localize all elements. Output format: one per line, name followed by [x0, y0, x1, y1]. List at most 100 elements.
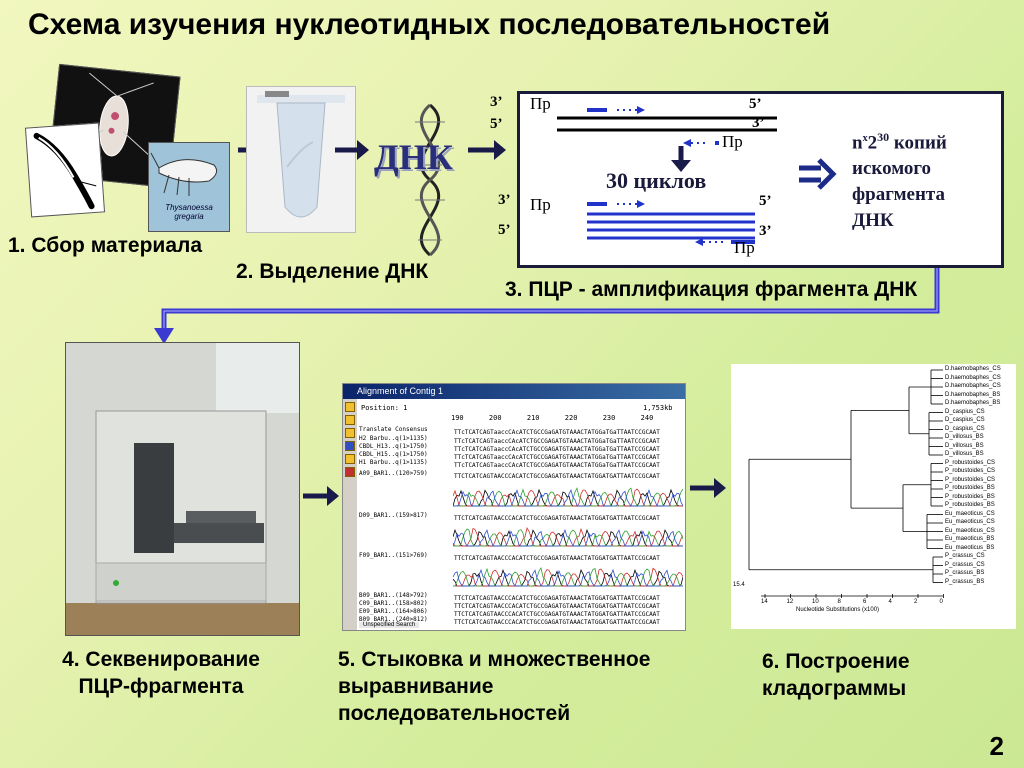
taxon-label: D_villosus_BS: [945, 442, 984, 449]
axis-tick-label: 12: [786, 599, 794, 605]
length-readout: 1,753kb: [643, 404, 673, 412]
sequence-value: TTCTCATCAGTAACCCACATCTGCCGAGATGTAAACTATG…: [454, 473, 660, 480]
bottom-3prime-label: 3’: [498, 192, 511, 208]
chromatogram-trace: [453, 566, 683, 587]
step2-caption: 2. Выделение ДНК: [236, 260, 429, 283]
chromatogram-trace: [453, 568, 683, 587]
tool-button[interactable]: [345, 402, 355, 412]
table-row[interactable]: F09_BAR1..(151>769) TTCTCATCAGTAACCCACATC…: [359, 552, 660, 562]
sequence-name: H2 Barbu..q(1>1135): [359, 435, 428, 442]
alignment-window-title: Alignment of Contig 1: [343, 384, 685, 399]
bottom-right-3prime: 3’: [759, 223, 772, 239]
sequence-name: D09_BAR1..(159>817): [359, 512, 428, 519]
tool-button[interactable]: [345, 415, 355, 425]
tool-button[interactable]: [345, 454, 355, 464]
table-row[interactable]: A09_BAR1..(120>759) TTCTCATCAGTAACCCACATC…: [359, 470, 660, 480]
sequence-value: TTCTCATCAGTAACCCACATCTGCCGAGATGTAAACTATG…: [454, 603, 660, 610]
tool-button[interactable]: [345, 467, 355, 477]
axis-title: Nucleotide Substitutions (x100): [796, 607, 880, 613]
sequence-name: H1 Barbu..q(1>1135): [359, 459, 428, 466]
taxon-label: D_villosus_BS: [945, 434, 984, 440]
step5-caption: 5. Стыковка и множественное выравнивание…: [338, 648, 651, 725]
tool-button[interactable]: [345, 428, 355, 438]
table-row[interactable]: C09_BAR1..(158>802) TTCTCATCAGTAACCCACATC…: [359, 600, 660, 610]
primer-label-4: Пр: [734, 238, 755, 257]
taxon-label: Eu_maeoticus_BS: [945, 536, 995, 542]
taxon-label: P_crassus_BS: [945, 570, 985, 576]
taxon-label: D_caspius_CS: [945, 408, 985, 415]
axis-tick-label: 10: [812, 599, 819, 605]
taxon-label: D.haemobaphes_BS: [945, 400, 1001, 406]
sequence-name: A09_BAR1..(120>759): [359, 470, 428, 477]
sequencer-icon: [66, 343, 299, 635]
arrow-right-icon: [468, 140, 506, 160]
arrow-right-icon: [303, 486, 339, 506]
pcr-strands: [557, 106, 837, 246]
dna-label: ДНК: [374, 137, 453, 177]
step1-caption: 1. Сбор материала: [8, 234, 203, 257]
sequence-name: CBDL_H13..q(1>1750): [359, 443, 428, 450]
taxon-label: P_robustoides_CS: [945, 459, 996, 466]
table-row[interactable]: H1 Barbu..q(1>1135) TTcTCATCAGTaaccCAcATC…: [359, 459, 660, 469]
table-row[interactable]: D09_BAR1..(159>817) TTCTCATCAGTAACCCACATC…: [359, 512, 660, 522]
arrow-right-icon: [335, 140, 369, 160]
sequence-value: TTCTCATCAGTAACCCACATCTGCCGAGATGTAAACTATG…: [454, 555, 660, 562]
dna-helix-icon: [415, 103, 445, 257]
page-title: Схема изучения нуклеотидных последовател…: [28, 8, 831, 41]
step4-caption: 4. Секвенирование ПЦР-фрагмента: [62, 648, 260, 698]
top-5prime-label: 5’: [490, 116, 503, 132]
sequence-name: C09_BAR1..(158>802): [359, 600, 428, 607]
status-bar: Unspecified Search: [359, 622, 420, 628]
taxon-label: Eu_maeoticus_CS: [945, 519, 995, 525]
sequence-value: TTcTCATCAGTaaccCAcATCTGCCGAGATGTAAACTATG…: [454, 462, 660, 469]
alignment-ruler: 190 200 210 220 230 240: [451, 414, 654, 422]
chromatogram-trace: [453, 528, 683, 547]
sequence-value: TTcTCATCAGTaaccCAcATCTGCCGAGATGTAAACTATG…: [454, 454, 660, 461]
table-row[interactable]: CBDL_H15..q(1>1750) TTcTCATCAGTaaccCAcATC…: [359, 451, 660, 461]
sequence-name: E09_BAR1..(164>806): [359, 608, 428, 615]
page-number: 2: [989, 731, 1004, 761]
chromatogram-traces: [453, 487, 683, 587]
test-tube-icon: [257, 91, 345, 218]
step3-caption: 3. ПЦР - амплификация фрагмента ДНК: [505, 278, 918, 301]
table-row[interactable]: B09_BAR1..(240>812)TTCTCATCAGTAACCCACATC…: [359, 616, 660, 626]
taxon-label: P_crassus_BS: [945, 578, 985, 585]
sequence-value: TTCTCATCAGTAACCCACATCTGCCGAGATGTAAACTATG…: [454, 515, 660, 522]
chromatogram-trace: [453, 488, 683, 507]
bottom-right-5prime: 5’: [759, 193, 772, 209]
taxon-label: P_robustoides_BS: [945, 493, 995, 500]
sequencer-photo: [65, 342, 300, 636]
krill-icon: [150, 152, 218, 196]
krill-drawing: Thysanoessa gregaria: [148, 142, 230, 232]
table-row[interactable]: B09_BAR1..(148>792)TTCTCATCAGTAACCCACATC…: [359, 592, 660, 602]
specimen-collage: Thysanoessa gregaria: [24, 63, 243, 232]
sequence-name: F09_BAR1..(151>769): [359, 552, 428, 559]
cycles-label: 30 циклов: [606, 168, 707, 193]
top-3prime-label: 3’: [490, 94, 503, 110]
taxon-label: P_crassus_CS: [945, 553, 985, 559]
chromatogram-trace: [453, 487, 683, 507]
tube-photo: [246, 86, 356, 233]
taxon-label: Eu_maeoticus_BS: [945, 544, 995, 551]
table-row[interactable]: E09_BAR1..(164>806) TTCTCATCAGTAACCCACATC…: [359, 608, 660, 618]
table-row[interactable]: H2 Barbu..q(1>1135) TTcTCATCAGTaaccCAcATC…: [359, 435, 660, 445]
taxon-label: P_robustoides_BS: [945, 485, 995, 491]
tool-button[interactable]: [345, 441, 355, 451]
taxon-label: D_villosus_BS: [945, 451, 984, 457]
table-row[interactable]: CBDL_H13..q(1>1750)TTcTCATCAGTaaccCAcATC…: [359, 443, 660, 453]
taxon-label: D_caspius_CS: [945, 417, 985, 423]
chromatogram-trace: [453, 528, 683, 547]
result-line-1: nx230 копий: [852, 130, 947, 154]
axis-tick-label: 2: [914, 599, 918, 605]
taxon-label: P_robustoides_BS: [945, 502, 995, 508]
result-line-2: искомого: [852, 158, 932, 180]
sequence-name: CBDL_H15..q(1>1750): [359, 451, 428, 458]
sequence-value: TTCTCATCAGTAACCCACATCTGCCGAGATGTAAACTATG…: [454, 611, 660, 618]
sequence-value: TTcTCATCAGTaaccCAcATCTGCCGAGATGTAAACTATG…: [454, 438, 660, 445]
arrow-right-icon: [690, 478, 726, 498]
top-right-5prime: 5’: [749, 96, 762, 112]
translate-label[interactable]: Translate Consensus: [359, 426, 428, 433]
axis-tick-label: 14: [761, 599, 768, 605]
taxon-label: D.haemobaphes_BS: [945, 391, 1001, 398]
